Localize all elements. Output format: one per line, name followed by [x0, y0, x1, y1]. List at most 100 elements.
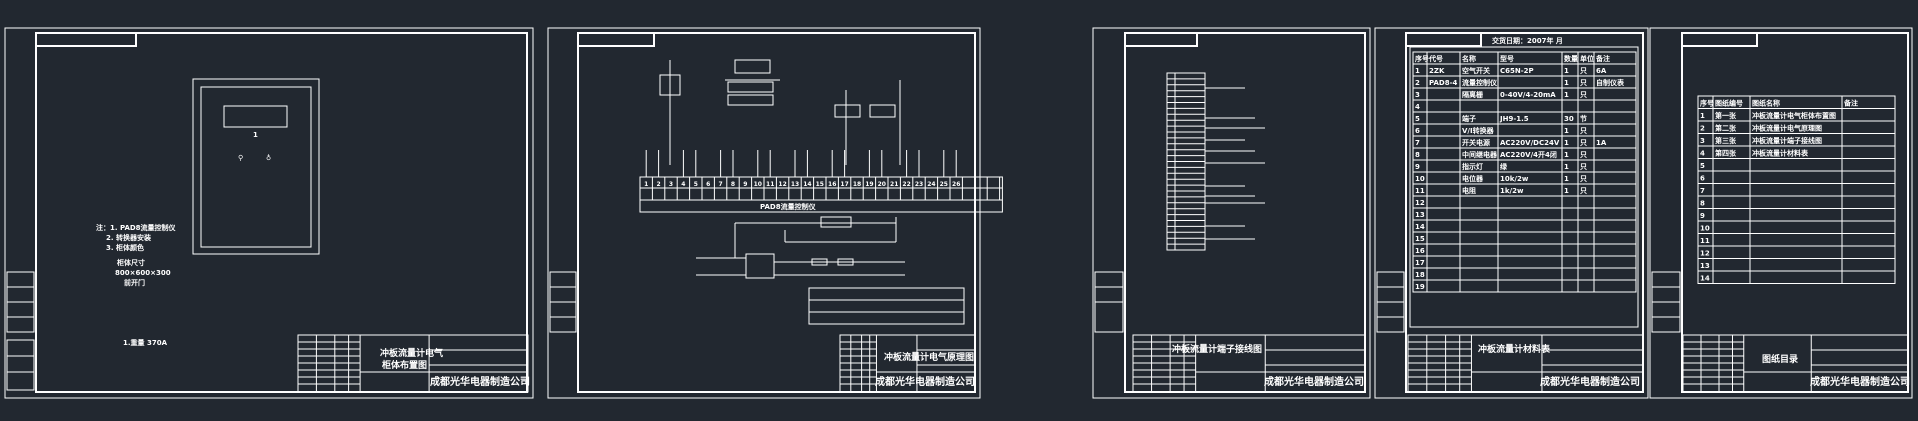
index-row[interactable]: 8 [1700, 200, 1705, 208]
cabinet-info: 柜体尺寸 [116, 258, 145, 267]
column-header: 图纸名称 [1752, 99, 1780, 108]
cabinet-outer[interactable] [192, 78, 320, 255]
table-cell: 冲板流量计材料表 [1752, 149, 1809, 158]
table-cell: 13 [1415, 211, 1425, 219]
material-row[interactable]: 16 [1415, 247, 1425, 255]
table-cell: 1 [1564, 151, 1569, 159]
column-header: 序号 [1699, 99, 1714, 108]
table-cell: 1 [1415, 67, 1420, 75]
table-cell: JH9-1.5 [1499, 115, 1529, 123]
table-cell: 冲板流量计端子接线图 [1752, 136, 1822, 145]
cabinet-door[interactable] [200, 86, 312, 248]
index-row[interactable]: 5 [1700, 162, 1705, 170]
table-cell: 18 [1415, 271, 1425, 279]
indicator-lamp-icon: ♁ [266, 154, 271, 162]
terminal-number: 4 [681, 181, 685, 188]
table-cell: 1 [1564, 139, 1569, 147]
material-row[interactable]: 14 [1415, 223, 1425, 231]
control-circuit[interactable] [659, 59, 905, 279]
material-row[interactable]: 18 [1415, 271, 1425, 279]
corner-box [35, 32, 137, 47]
terminal-number: 26 [952, 181, 960, 188]
table-cell: 1 [1564, 187, 1569, 195]
material-row[interactable]: 13 [1415, 211, 1425, 219]
column-header: 名称 [1462, 54, 1476, 63]
table-cell: 10k/2w [1500, 175, 1529, 183]
drawing-title: 冲板流量计端子接线图 [1172, 343, 1262, 355]
company-name: 成都光华电器制造公司 [875, 375, 975, 388]
terminal-number: 17 [840, 181, 848, 188]
sheet-cabinet-layout[interactable]: 1 ⚲ ♁ 注：1. PAD8流量控制仪 2. 转换器安装 3. 柜体颜色 柜体… [4, 27, 534, 399]
terminal-number: 7 [719, 181, 723, 188]
terminal-number: 8 [731, 181, 735, 188]
left-margin-boxes [1651, 271, 1681, 333]
index-row[interactable]: 10 [1700, 225, 1710, 233]
table-cell: 9 [1415, 163, 1420, 171]
sheet-inner-frame [35, 32, 528, 393]
table-cell: 端子 [1462, 114, 1476, 123]
material-row[interactable]: 4 [1415, 103, 1420, 111]
table-cell: 6A [1596, 67, 1607, 75]
table-cell: 只 [1580, 79, 1587, 87]
material-row[interactable]: 19 [1415, 283, 1425, 291]
table-cell: 开关电源 [1462, 138, 1490, 147]
terminal-block-diagram[interactable] [1166, 72, 1265, 251]
table-cell: 11 [1700, 237, 1710, 245]
table-cell: 19 [1415, 283, 1425, 291]
table-cell: PAD8-4 [1429, 79, 1457, 87]
table-cell: 3 [1415, 91, 1420, 99]
terminal-number: 16 [828, 181, 836, 188]
table-cell: V/I转换器 [1462, 126, 1495, 135]
table-cell: 只 [1580, 91, 1587, 99]
sheet-terminal-wiring[interactable]: 冲板流量计端子接线图 成都光华电器制造公司 [1092, 27, 1371, 399]
index-row[interactable]: 14 [1700, 275, 1710, 283]
table-cell: 冲板流量计电气原理图 [1752, 124, 1822, 133]
table-cell: 13 [1700, 262, 1710, 270]
index-row[interactable]: 6 [1700, 175, 1705, 183]
material-row[interactable]: 15 [1415, 235, 1425, 243]
table-cell: 2ZK [1429, 67, 1445, 75]
index-row[interactable]: 7 [1700, 187, 1705, 195]
index-row[interactable]: 13 [1700, 262, 1710, 270]
column-header: 序号 [1414, 54, 1429, 63]
company-name: 成都光华电器制造公司 [1264, 375, 1364, 388]
drawing-title: 冲板流量计电气原理图 [884, 351, 974, 363]
instrument-window[interactable] [223, 105, 288, 128]
column-header: 单位 [1580, 54, 1594, 63]
material-row[interactable]: 17 [1415, 259, 1425, 267]
drawing-title: 图纸目录 [1762, 353, 1798, 365]
drawing-title: 冲板流量计电气 [380, 347, 443, 359]
drawing-title: 柜体布置图 [381, 359, 427, 371]
index-row[interactable]: 11 [1700, 237, 1710, 245]
table-cell: 1 [1564, 91, 1569, 99]
table-cell: 5 [1415, 115, 1420, 123]
material-row[interactable]: 12 [1415, 199, 1425, 207]
index-row[interactable]: 9 [1700, 212, 1705, 220]
terminal-number: 1 [644, 181, 648, 188]
table-cell: 2 [1700, 125, 1705, 133]
company-name: 成都光华电器制造公司 [1540, 375, 1640, 388]
table-cell: 1 [1564, 175, 1569, 183]
index-row[interactable]: 12 [1700, 250, 1710, 258]
